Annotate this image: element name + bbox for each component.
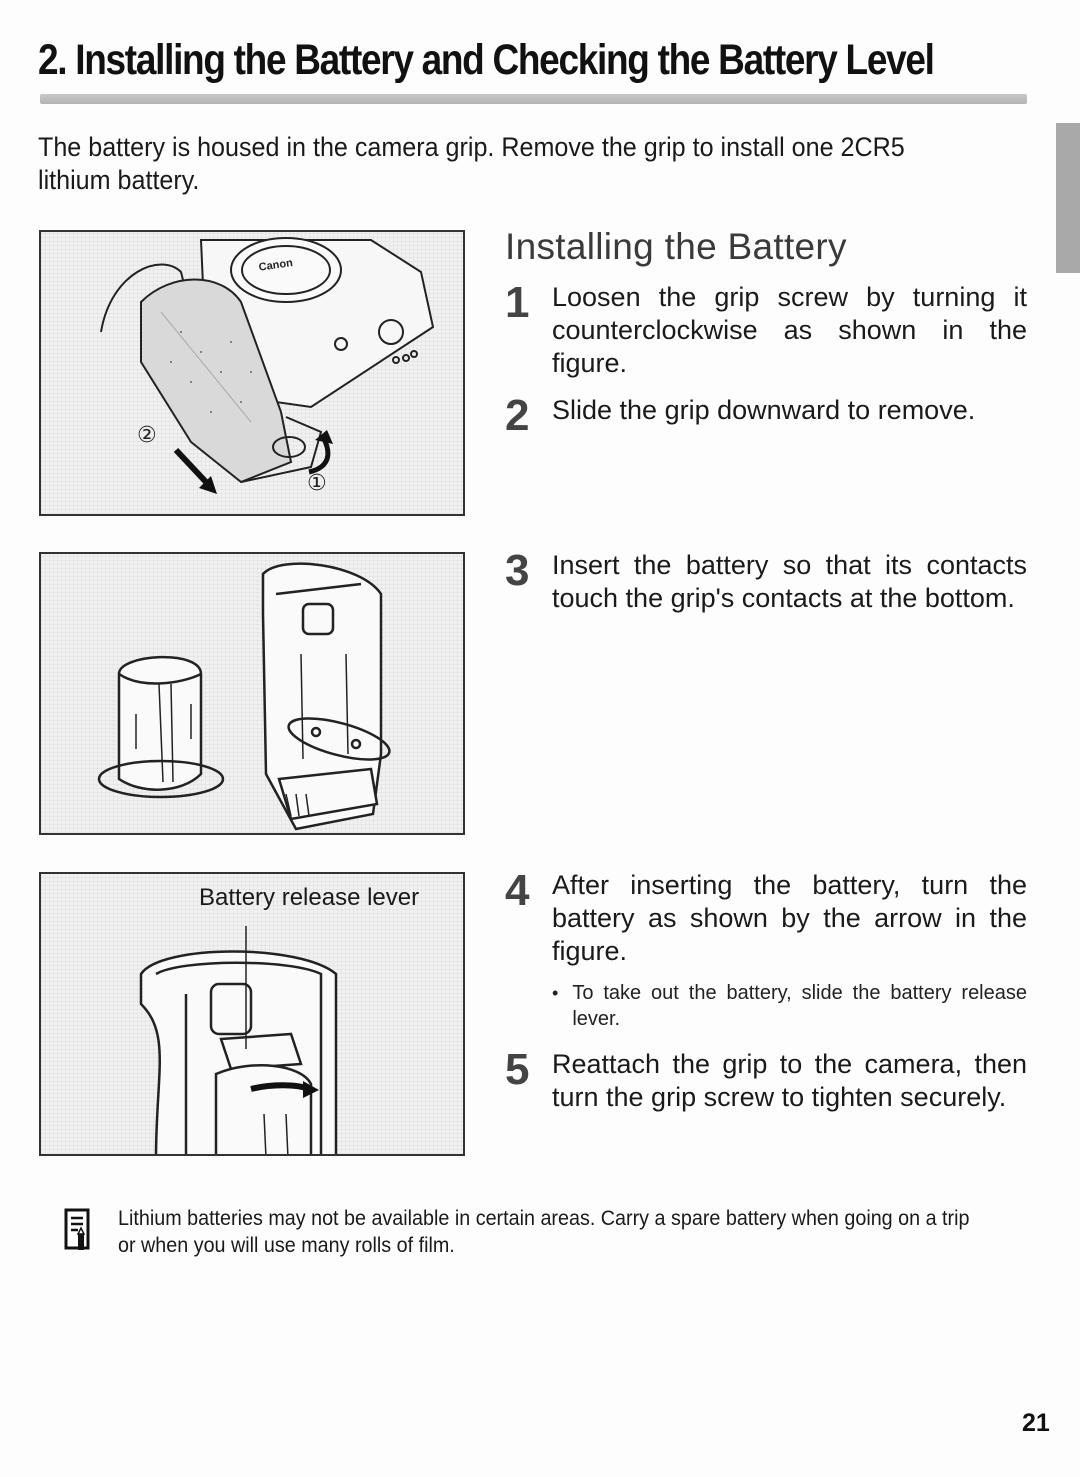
note-text: Lithium batteries may not be available i…: [118, 1207, 970, 1257]
figure-battery-contacts: [39, 552, 465, 835]
step-text: Insert the battery so that its contacts …: [552, 550, 1027, 613]
figure-battery-release-lever: Battery release lever: [39, 872, 465, 1156]
step-number: 3: [505, 546, 530, 595]
step-text: Slide the grip downward to remove.: [552, 395, 976, 425]
step-3: 3 Insert the battery so that its contact…: [505, 549, 1027, 615]
battery-contacts-illustration: [97, 562, 391, 831]
section-heading: Installing the Battery: [505, 226, 847, 267]
callout-1: ①: [307, 471, 327, 496]
battery-release-lever-label: Battery release lever: [199, 884, 420, 911]
title-underline: [40, 94, 1027, 104]
step-4: 4 After inserting the battery, turn the …: [505, 869, 1027, 1032]
figure-grip-removal: Canon ② ①: [39, 230, 465, 516]
step-number: 1: [505, 278, 530, 327]
step-1: 1 Loosen the grip screw by turning it co…: [505, 281, 1027, 380]
step-text: Loosen the grip screw by turning it coun…: [552, 282, 1027, 378]
camera-grip-illustration: Canon ② ①: [100, 237, 435, 496]
memo-pencil-icon: [64, 1208, 90, 1250]
step-number: 5: [505, 1045, 530, 1094]
step-number: 2: [505, 391, 530, 440]
bullet-text: To take out the battery, slide the batte…: [572, 982, 1027, 1030]
page-number: 21: [1022, 1409, 1050, 1437]
step-4-bullet: • To take out the battery, slide the bat…: [552, 980, 1027, 1032]
step-number: 4: [505, 866, 530, 915]
svg-text:Canon: Canon: [258, 257, 294, 274]
chapter-side-tab: [1056, 123, 1080, 273]
step-5: 5 Reattach the grip to the camera, then …: [505, 1048, 1027, 1114]
page-title: 2. Installing the Battery and Checking t…: [38, 36, 935, 84]
step-2: 2 Slide the grip downward to remove.: [505, 394, 1027, 438]
intro-paragraph: The battery is housed in the camera grip…: [38, 132, 905, 195]
callout-2: ②: [137, 423, 157, 448]
note-block: Lithium batteries may not be available i…: [64, 1205, 1024, 1259]
step-text: After inserting the battery, turn the ba…: [552, 870, 1027, 966]
step-text: Reattach the grip to the camera, then tu…: [552, 1049, 1027, 1112]
battery-release-illustration: [139, 926, 338, 1154]
bullet-dot-icon: •: [552, 983, 559, 1003]
